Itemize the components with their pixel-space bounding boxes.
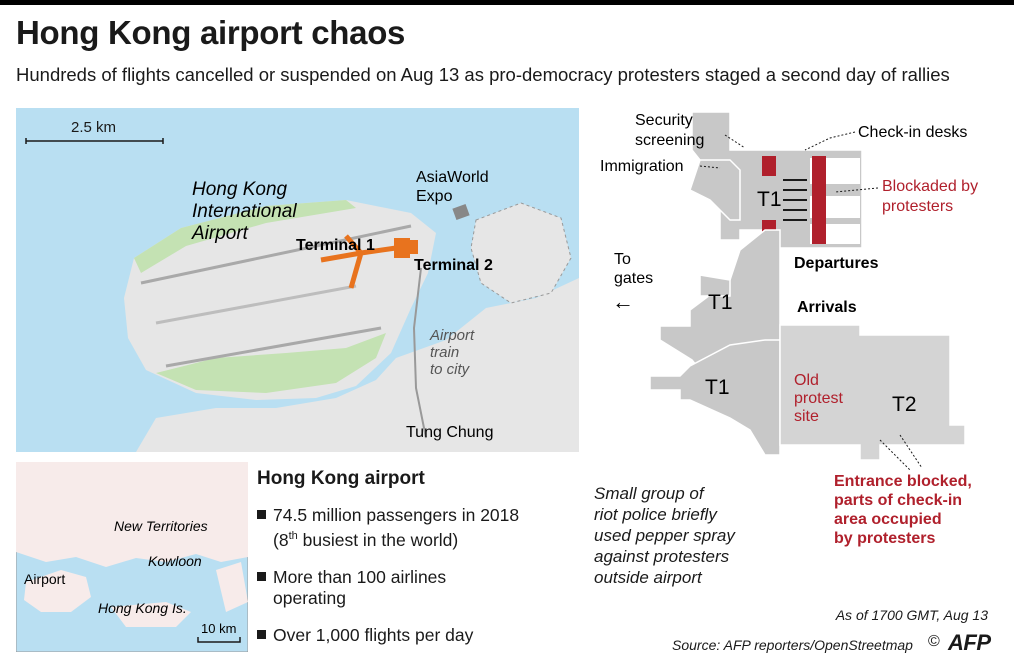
terminal-1-label: Terminal 1 (296, 237, 375, 254)
airport-green-north (134, 200, 356, 273)
immigration-area (689, 159, 741, 221)
police-note-line-2: riot police briefly (594, 505, 717, 524)
t1-middle-label: T1 (708, 291, 733, 314)
fact-airlines-line1: More than 100 airlines (273, 567, 447, 587)
police-note-line-3: used pepper spray (594, 526, 735, 545)
entrance-line-1: Entrance blocked, (834, 473, 972, 490)
entrance-line-2: parts of check-in (834, 492, 963, 509)
expo-label-1: AsiaWorld (416, 169, 489, 186)
police-note-line-5: outside airport (594, 568, 702, 587)
south-runway (165, 326, 382, 368)
airport-map: 2.5 km Hong Kong International Airport A… (16, 108, 579, 452)
fact-passengers-sup: th (288, 530, 298, 542)
fact-airlines-line2: operating (273, 588, 346, 608)
airport-label-1: Hong Kong (192, 179, 288, 200)
t1-lower-label: T1 (705, 376, 730, 399)
fact-flights-line1: Over 1,000 flights per day (273, 625, 474, 645)
police-note: Small group of riot police briefly used … (594, 483, 794, 588)
tung-chung-label: Tung Chung (406, 424, 493, 441)
page-subtitle: Hundreds of flights cancelled or suspend… (16, 64, 950, 85)
facts-title: Hong Kong airport (257, 468, 425, 489)
entrance-line-3: area occupied (834, 511, 942, 528)
terminal-2-label: Terminal 2 (414, 257, 493, 274)
as-of-note: As of 1700 GMT, Aug 13 (835, 607, 988, 623)
entrance-pointer (879, 434, 923, 471)
east-land (216, 562, 248, 612)
immigration-pointer (699, 165, 721, 169)
protest-block-3 (812, 156, 826, 244)
reclamation-area (470, 202, 572, 304)
t2-label: T2 (892, 393, 917, 416)
airport-label-3: Airport (191, 223, 249, 244)
bullet-icon (257, 510, 266, 519)
old-protest-label-3: site (794, 408, 819, 425)
fact-flights: Over 1,000 flights per day (257, 625, 557, 646)
checkin-label: Check-in desks (858, 124, 967, 141)
terminal-2-building (408, 240, 418, 254)
blockaded-label-1: Blockaded by (882, 178, 978, 195)
police-note-line-4: against protesters (594, 547, 730, 566)
to-gates-arrow-icon: ← (612, 289, 634, 314)
t1-upper-label: T1 (757, 188, 782, 211)
arrivals-label: Arrivals (797, 299, 857, 316)
inset-airport-label: Airport (24, 571, 65, 587)
t1-middle-stub (699, 274, 731, 297)
new-territories-label: New Territories (114, 518, 208, 534)
inset-map: New Territories Kowloon Airport Hong Kon… (16, 462, 248, 652)
blockaded-pointer (834, 187, 879, 193)
terminal-1-building (394, 238, 410, 258)
protest-block-1 (762, 156, 776, 176)
page-title: Hong Kong airport chaos (16, 14, 406, 51)
lantau-land (136, 278, 579, 452)
police-note-line-1: Small group of (594, 484, 704, 503)
departures-label: Departures (794, 255, 879, 272)
new-territories-land (16, 462, 248, 567)
train-label-3: to city (430, 361, 471, 378)
bullet-icon (257, 630, 266, 639)
blockaded-label-2: protesters (882, 198, 953, 215)
to-gates-label-2: gates (614, 270, 653, 287)
hong-kong-island-label: Hong Kong Is. (98, 600, 187, 616)
t2-building (779, 324, 966, 461)
scale-label: 2.5 km (71, 119, 116, 136)
expo-label-2: Expo (416, 188, 453, 205)
to-gates-label-1: To (614, 251, 631, 268)
north-runway (140, 224, 412, 285)
airport-green-south (156, 333, 386, 393)
t1-lower-wing (649, 339, 781, 456)
top-rule (0, 0, 1014, 5)
fact-passengers-line2-post: busiest in the world) (297, 529, 459, 550)
checkin-pointer (804, 131, 856, 151)
entrance-blocked-note: Entrance blocked, parts of check-in area… (834, 472, 972, 548)
kowloon-label: Kowloon (148, 553, 202, 569)
entrance-line-4: by protesters (834, 530, 936, 547)
bullet-icon (257, 572, 266, 581)
terminal-diagram: Security screening Check-in desks Immigr… (600, 111, 978, 471)
terminal-1-shape (320, 234, 397, 289)
hong-kong-island-land (111, 602, 191, 627)
airport-label-2: International (192, 201, 297, 222)
fact-passengers: 74.5 million passengers in 2018 (8th busi… (257, 505, 557, 551)
centre-runway (155, 284, 357, 325)
copyright-icon: © (928, 633, 940, 650)
train-label-1: Airport (429, 327, 475, 344)
inset-scale-label: 10 km (201, 621, 236, 636)
scale-bar (25, 138, 164, 144)
immigration-label: Immigration (600, 158, 684, 175)
old-protest-label-2: protest (794, 390, 843, 407)
fact-passengers-line2-pre: (8 (273, 529, 289, 550)
security-label-2: screening (635, 132, 704, 149)
lantau-inset-land (24, 570, 91, 612)
source-note: Source: AFP reporters/OpenStreetmap (672, 637, 913, 653)
fact-passengers-line1: 74.5 million passengers in 2018 (273, 505, 520, 525)
afp-logo: AFP (948, 630, 991, 655)
security-label-1: Security (635, 112, 693, 129)
airport-train-line (412, 267, 427, 439)
train-label-2: train (430, 344, 459, 361)
asiaworld-expo-building (452, 203, 470, 221)
old-protest-label-1: Old (794, 372, 819, 389)
inset-scale-bar (197, 637, 241, 643)
